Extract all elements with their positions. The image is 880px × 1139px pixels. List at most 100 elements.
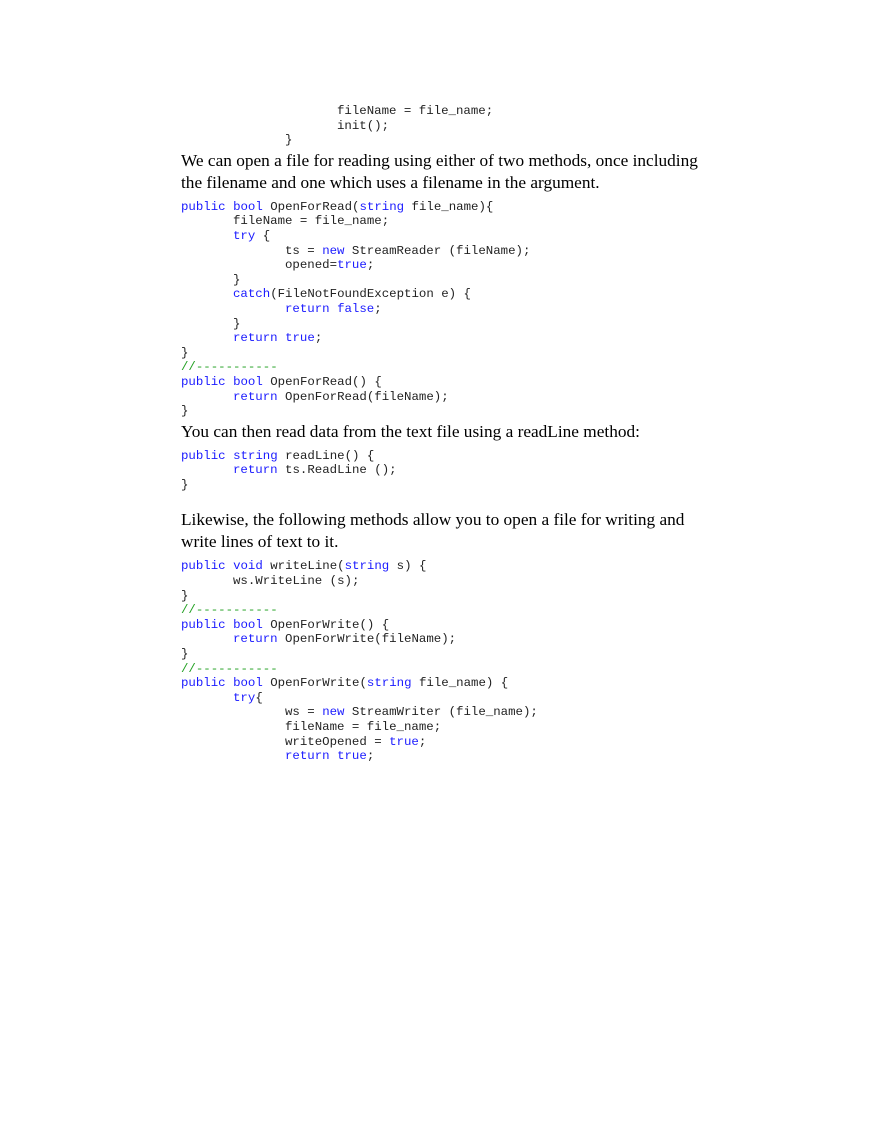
code-line: init(); — [181, 119, 721, 134]
code-text: init(); — [337, 118, 390, 133]
paragraph: You can then read data from the text fil… — [181, 421, 640, 441]
code-text: (FileNotFoundException e) { — [270, 287, 471, 302]
code-text: readLine() { — [277, 448, 375, 463]
code-keyword: void — [233, 559, 263, 574]
code-text: fileName = file_name; — [337, 104, 494, 118]
code-line: public bool OpenForWrite() { — [181, 618, 721, 633]
code-keyword: public — [181, 617, 226, 632]
code-line: fileName = file_name; — [181, 104, 721, 119]
code-line: writeOpened = true; — [181, 735, 721, 750]
paragraph: Likewise, the following methods allow yo… — [181, 510, 685, 552]
code-line: } — [181, 589, 721, 604]
code-text: opened= — [285, 258, 338, 273]
code-keyword: string — [233, 448, 278, 463]
code-line: return false; — [181, 302, 721, 317]
code-text: ws.WriteLine (s); — [233, 574, 360, 589]
code-keyword: bool — [233, 199, 263, 214]
code-text — [226, 375, 233, 389]
code-text: { — [255, 228, 271, 243]
code-block: fileName = file_name;init();} — [181, 104, 721, 148]
code-text: ; — [366, 258, 375, 273]
code-keyword: return — [233, 463, 278, 478]
code-line: } — [181, 404, 721, 419]
code-text: } — [181, 477, 189, 492]
paragraph: We can open a file for reading using eit… — [181, 150, 698, 192]
code-line: //----------- — [181, 662, 721, 677]
code-text: fileName = file_name; — [233, 214, 390, 229]
code-block: public void writeLine(string s) {ws.Writ… — [181, 559, 721, 763]
code-text: writeOpened = — [285, 734, 390, 749]
code-line: ts = new StreamReader (fileName); — [181, 244, 721, 259]
code-line: } — [181, 478, 721, 493]
code-line: catch(FileNotFoundException e) { — [181, 287, 721, 302]
code-text: StreamWriter (file_name); — [344, 705, 538, 720]
code-keyword: new — [322, 243, 345, 258]
code-text: writeLine( — [262, 559, 345, 574]
code-text: StreamReader (fileName); — [344, 243, 531, 258]
code-keyword: try — [233, 690, 256, 705]
code-text: ; — [374, 301, 382, 316]
code-line: } — [181, 273, 721, 288]
code-keyword: bool — [233, 676, 263, 691]
code-text: ; — [418, 734, 427, 749]
code-keyword: return — [233, 632, 278, 647]
code-line: try { — [181, 229, 721, 244]
code-line: } — [181, 317, 721, 332]
code-keyword: public — [181, 374, 226, 389]
code-keyword: return — [285, 749, 330, 764]
code-text: OpenForRead() { — [262, 374, 382, 389]
code-text — [226, 559, 233, 573]
code-text: file_name){ — [404, 199, 494, 214]
code-line: } — [181, 346, 721, 361]
code-keyword: string — [366, 676, 412, 691]
code-text: OpenForWrite(fileName); — [277, 632, 457, 647]
code-keyword: return — [285, 301, 330, 316]
code-line: return OpenForWrite(fileName); — [181, 632, 721, 647]
code-text: ts = — [285, 243, 323, 258]
code-keyword: public — [181, 448, 226, 463]
code-keyword: return — [233, 331, 278, 346]
code-text: OpenForRead( — [262, 199, 360, 214]
code-line: public bool OpenForWrite(string file_nam… — [181, 676, 721, 691]
document-page: fileName = file_name;init();}We can open… — [181, 104, 721, 764]
code-comment: //----------- — [181, 603, 278, 618]
code-line: return ts.ReadLine (); — [181, 463, 721, 478]
code-keyword: public — [181, 559, 226, 574]
code-text: { — [255, 690, 263, 705]
code-line: } — [181, 647, 721, 662]
code-keyword: bool — [233, 617, 263, 632]
code-text: } — [285, 133, 293, 148]
code-text: ts.ReadLine (); — [277, 463, 397, 478]
code-block: public string readLine() {return ts.Read… — [181, 449, 721, 493]
code-text: } — [181, 647, 189, 662]
code-comment: //----------- — [181, 360, 278, 375]
code-keyword: true — [389, 734, 419, 749]
code-text: } — [181, 404, 189, 419]
code-line: try{ — [181, 691, 721, 706]
code-line: ws.WriteLine (s); — [181, 574, 721, 589]
code-block: public bool OpenForRead(string file_name… — [181, 200, 721, 419]
code-comment: //----------- — [181, 661, 278, 676]
code-text — [226, 200, 233, 214]
code-text — [330, 749, 337, 763]
code-text — [278, 331, 285, 345]
code-keyword: try — [233, 228, 256, 243]
code-text: OpenForRead(fileName); — [277, 389, 449, 404]
code-line: fileName = file_name; — [181, 720, 721, 735]
code-line: } — [181, 133, 721, 148]
code-keyword: false — [337, 301, 375, 316]
code-text — [226, 618, 233, 632]
code-keyword: string — [344, 559, 390, 574]
code-keyword: string — [359, 199, 405, 214]
code-line: //----------- — [181, 360, 721, 375]
code-line: public string readLine() { — [181, 449, 721, 464]
code-text: } — [233, 272, 241, 287]
code-text: OpenForWrite() { — [262, 617, 390, 632]
code-text — [226, 449, 233, 463]
code-text: ws = — [285, 705, 323, 720]
code-line: public void writeLine(string s) { — [181, 559, 721, 574]
code-text: } — [181, 588, 189, 603]
code-keyword: public — [181, 676, 226, 691]
code-line: return true; — [181, 331, 721, 346]
code-line: //----------- — [181, 603, 721, 618]
